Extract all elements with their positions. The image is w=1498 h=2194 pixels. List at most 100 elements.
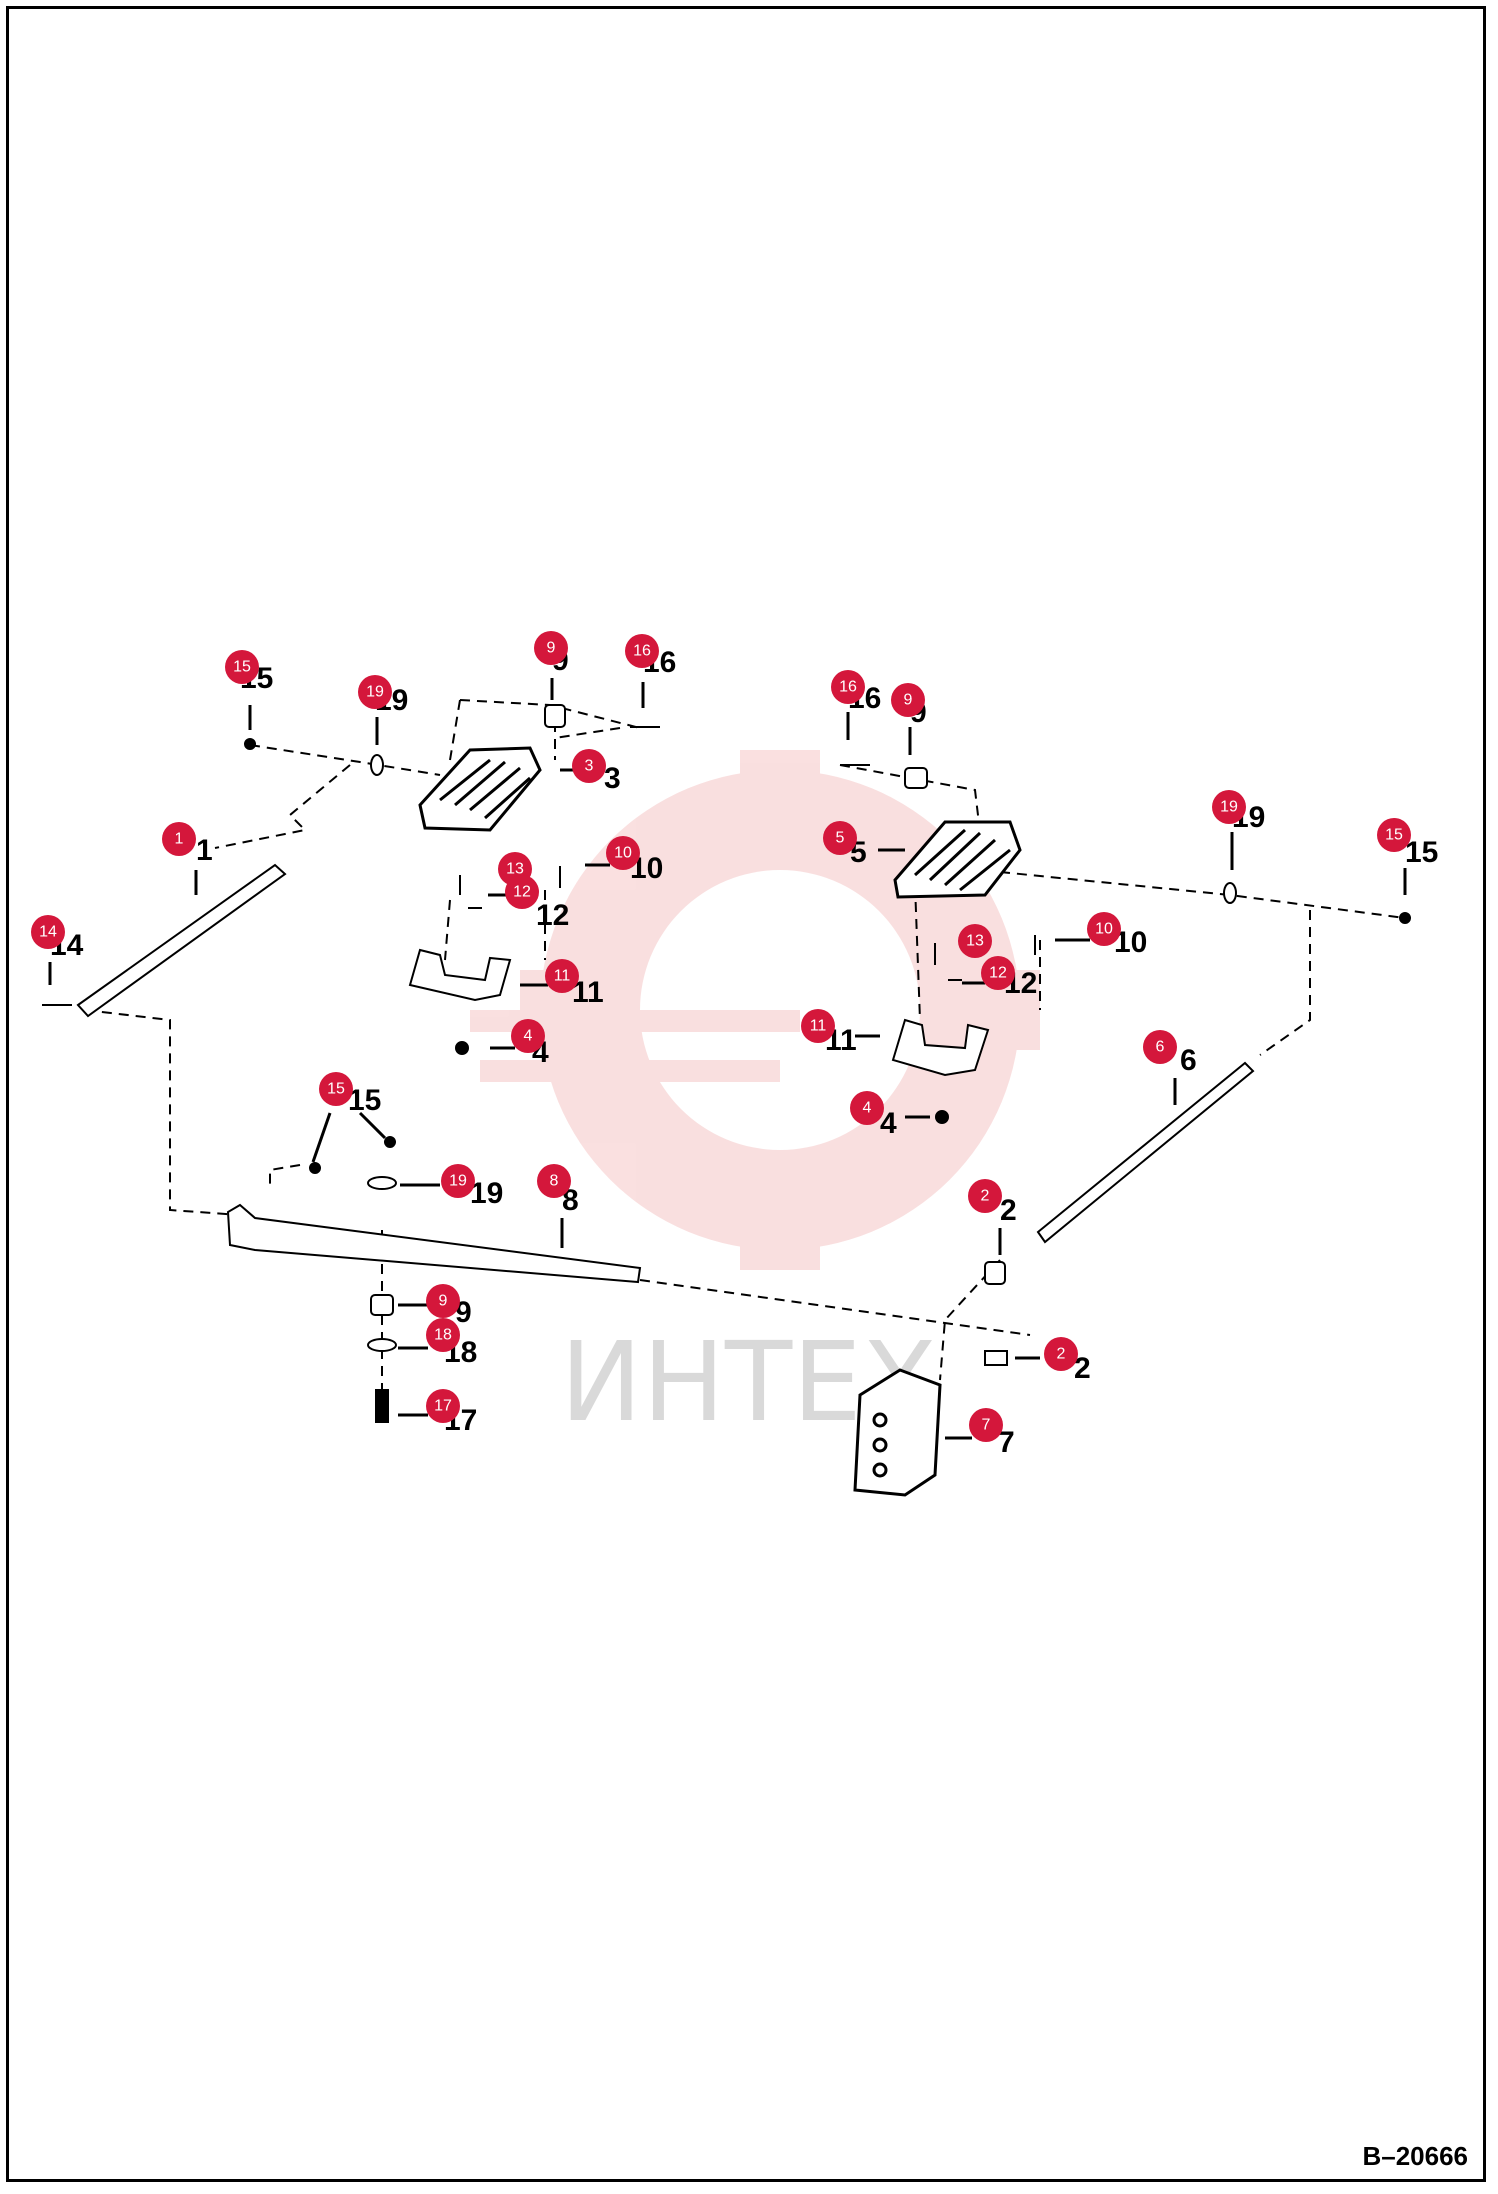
callout-circle xyxy=(426,1284,460,1318)
callout-2[interactable]: 2 xyxy=(968,1179,1002,1213)
callout-circle xyxy=(1087,912,1121,946)
callout-number: 3 xyxy=(585,758,594,775)
bracket-11-left xyxy=(408,948,512,1002)
drawn-number: 4 xyxy=(880,1107,897,1140)
callout-2[interactable]: 2 xyxy=(1044,1337,1078,1371)
callout-circle xyxy=(426,1389,460,1423)
callout-3[interactable]: 3 xyxy=(572,749,606,783)
callout-5[interactable]: 5 xyxy=(823,821,857,855)
callout-circle xyxy=(625,634,659,668)
callout-circle xyxy=(969,1408,1003,1442)
callout-number: 9 xyxy=(904,692,913,709)
leader-lines xyxy=(48,678,1407,1440)
callout-11[interactable]: 11 xyxy=(545,959,579,993)
callout-number: 13 xyxy=(966,933,984,950)
rod-6 xyxy=(1036,1061,1255,1244)
callout-circle xyxy=(162,822,196,856)
callout-circle xyxy=(31,915,65,949)
callout-1[interactable]: 1 xyxy=(162,822,196,856)
callout-4[interactable]: 4 xyxy=(511,1019,545,1053)
callout-circle xyxy=(426,1318,460,1352)
callout-8[interactable]: 8 xyxy=(537,1164,571,1198)
callout-number: 13 xyxy=(506,861,524,878)
callout-number: 19 xyxy=(449,1173,467,1190)
callout-number: 16 xyxy=(633,643,651,660)
callout-circle xyxy=(537,1164,571,1198)
callout-15[interactable]: 15 xyxy=(1377,818,1411,852)
callout-9[interactable]: 9 xyxy=(891,683,925,717)
callout-circle xyxy=(572,749,606,783)
callout-number: 12 xyxy=(513,884,531,901)
callout-15[interactable]: 15 xyxy=(319,1072,353,1106)
callout-circle xyxy=(1044,1337,1078,1371)
guide-lines xyxy=(84,699,1406,1400)
callout-number: 15 xyxy=(233,659,251,676)
callout-7[interactable]: 7 xyxy=(969,1408,1003,1442)
callout-circle xyxy=(1143,1030,1177,1064)
callout-circle xyxy=(823,821,857,855)
callout-circle xyxy=(358,675,392,709)
callout-9[interactable]: 9 xyxy=(426,1284,460,1318)
callout-10[interactable]: 10 xyxy=(606,836,640,870)
callout-circle xyxy=(534,631,568,665)
callout-number: 7 xyxy=(982,1417,991,1434)
callout-number: 4 xyxy=(524,1028,533,1045)
callout-circle xyxy=(831,670,865,704)
callout-number: 6 xyxy=(1156,1039,1165,1056)
callout-15[interactable]: 15 xyxy=(225,650,259,684)
callout-circle xyxy=(981,956,1015,990)
valve-block-7 xyxy=(853,1368,942,1497)
callout-circle xyxy=(1212,790,1246,824)
callout-number: 1 xyxy=(175,831,184,848)
callout-17[interactable]: 17 xyxy=(426,1389,460,1423)
callout-16[interactable]: 16 xyxy=(831,670,865,704)
callout-11[interactable]: 11 xyxy=(801,1009,835,1043)
callout-number: 4 xyxy=(863,1100,872,1117)
callout-circle xyxy=(958,924,992,958)
drawn-number: 2 xyxy=(1000,1194,1017,1227)
drawn-number: 12 xyxy=(536,899,569,932)
callout-18[interactable]: 18 xyxy=(426,1318,460,1352)
callout-circle xyxy=(545,959,579,993)
document-id: B–20666 xyxy=(1362,2141,1468,2171)
callout-number: 10 xyxy=(614,845,632,862)
callout-circle xyxy=(511,1019,545,1053)
callout-circle xyxy=(225,650,259,684)
callout-circle xyxy=(441,1164,475,1198)
callout-10[interactable]: 10 xyxy=(1087,912,1121,946)
drawn-number: 15 xyxy=(1405,836,1438,869)
drawn-number: 19 xyxy=(470,1177,503,1210)
callout-number: 12 xyxy=(989,965,1007,982)
callout-19[interactable]: 19 xyxy=(1212,790,1246,824)
callout-circle xyxy=(891,683,925,717)
callout-number: 15 xyxy=(327,1081,345,1098)
callout-number: 15 xyxy=(1385,827,1403,844)
callout-16[interactable]: 16 xyxy=(625,634,659,668)
callout-12[interactable]: 12 xyxy=(505,875,539,909)
rod-1 xyxy=(76,863,287,1018)
callout-19[interactable]: 19 xyxy=(441,1164,475,1198)
drawn-number: 2 xyxy=(1074,1352,1091,1385)
pedal-5 xyxy=(893,820,1022,899)
callout-circle xyxy=(850,1091,884,1125)
drawn-number: 7 xyxy=(998,1426,1015,1459)
callout-circle xyxy=(968,1179,1002,1213)
callout-number: 2 xyxy=(1057,1346,1066,1363)
callout-6[interactable]: 6 xyxy=(1143,1030,1177,1064)
callout-circle xyxy=(801,1009,835,1043)
callout-14[interactable]: 14 xyxy=(31,915,65,949)
bracket-11-right xyxy=(891,1018,990,1077)
callout-9[interactable]: 9 xyxy=(534,631,568,665)
callout-19[interactable]: 19 xyxy=(358,675,392,709)
pedal-3 xyxy=(418,746,542,832)
callout-number: 14 xyxy=(39,924,57,941)
callout-number: 16 xyxy=(839,679,857,696)
callout-13[interactable]: 13 xyxy=(958,924,992,958)
hardware xyxy=(42,704,1411,1423)
drawn-number: 3 xyxy=(604,762,621,795)
callout-4[interactable]: 4 xyxy=(850,1091,884,1125)
callout-12[interactable]: 12 xyxy=(981,956,1015,990)
callout-number: 9 xyxy=(547,640,556,657)
